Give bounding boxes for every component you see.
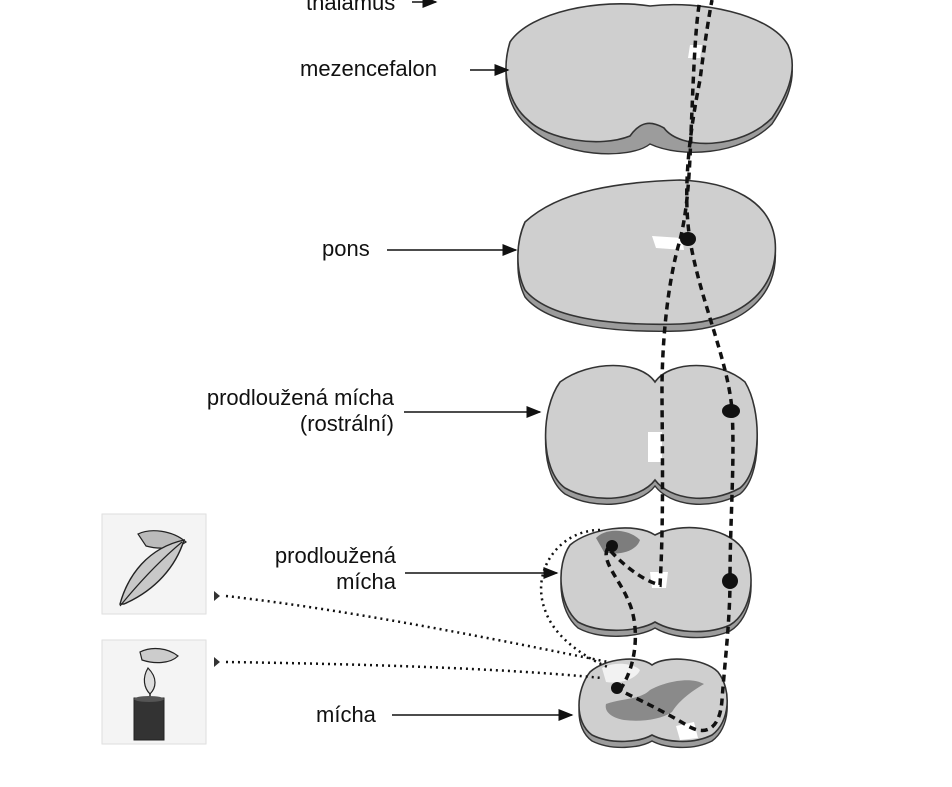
touch-pathway: [604, 0, 702, 691]
rostral-medulla-nucleus: [722, 404, 740, 418]
mesencephalon-label: mezencefalon: [300, 56, 437, 81]
rostral-medulla-label-line2: (rostrální): [300, 411, 394, 436]
medulla-section: [560, 526, 752, 639]
rostral-medulla-label-line1: prodloužená mícha: [207, 385, 395, 410]
rostral-medulla-section: [544, 364, 758, 505]
touch-afferent: [225, 594, 609, 664]
spinal-cord-section: [578, 658, 728, 749]
touch-collateral-loop: [539, 528, 611, 670]
pons-nucleus: [680, 232, 696, 246]
medulla-label-line2: mícha: [336, 569, 397, 594]
medulla-label-line1: prodloužená: [275, 543, 397, 568]
thalamus-label: thalamus: [306, 0, 395, 15]
heat-afferent: [225, 660, 603, 680]
nuclei: [606, 232, 740, 694]
feather-touch-icon: [101, 513, 207, 615]
spinal-dorsal-horn-neuron: [611, 682, 623, 694]
candle-heat-icon: [101, 639, 207, 745]
pain-pathway: [614, 0, 735, 733]
pons-label: pons: [322, 236, 370, 261]
touch-stimulus-marker: [214, 591, 220, 601]
medulla-nucleus: [722, 573, 738, 589]
heat-stimulus-marker: [214, 657, 220, 667]
spinal-cord-label: mícha: [316, 702, 377, 727]
pons-section: [517, 179, 777, 332]
medulla-gracile-nucleus: [606, 540, 618, 552]
pathways: [225, 0, 735, 733]
mesencephalon-section: [505, 3, 793, 155]
